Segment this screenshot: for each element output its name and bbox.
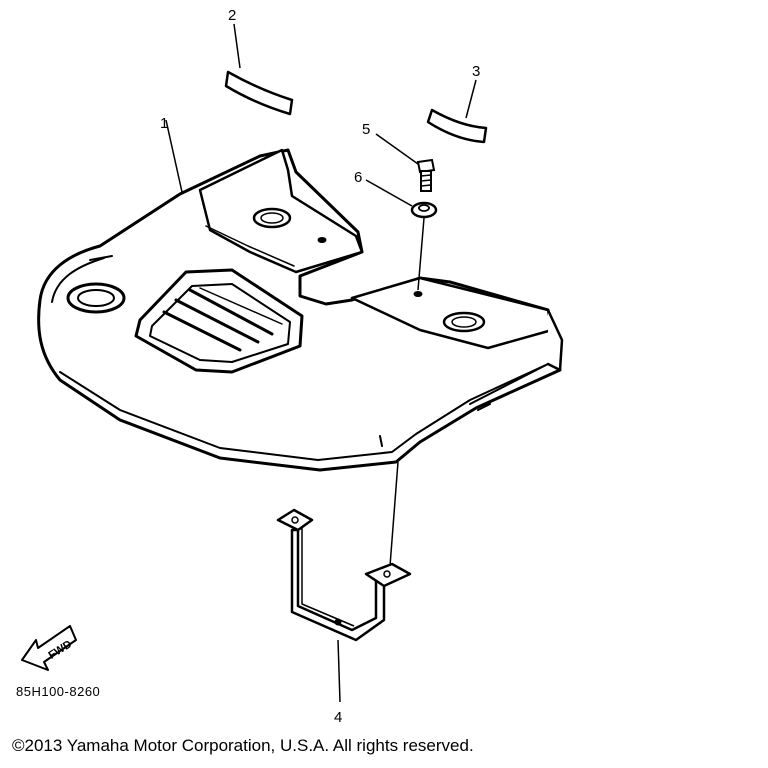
callout-1: 1 (160, 115, 168, 132)
arrow-left-icon (21, 625, 77, 671)
part-3-pad (426, 108, 488, 144)
callout-4: 4 (334, 709, 342, 726)
diagram-code: 85H100-8260 (16, 684, 101, 699)
part-4-bracket (276, 508, 412, 642)
forward-direction-marker: FWD (21, 625, 77, 671)
part-2-pad (224, 70, 294, 116)
part-1-cover (37, 148, 564, 472)
copyright-notice: ©2013 Yamaha Motor Corporation, U.S.A. A… (12, 736, 474, 755)
part-5-bolt (416, 158, 436, 192)
callout-2: 2 (228, 7, 236, 24)
leader-lines (165, 23, 477, 703)
part-6-nut (410, 201, 438, 219)
callout-5: 5 (362, 121, 370, 138)
callout-6: 6 (354, 169, 362, 186)
callout-3: 3 (472, 63, 480, 80)
